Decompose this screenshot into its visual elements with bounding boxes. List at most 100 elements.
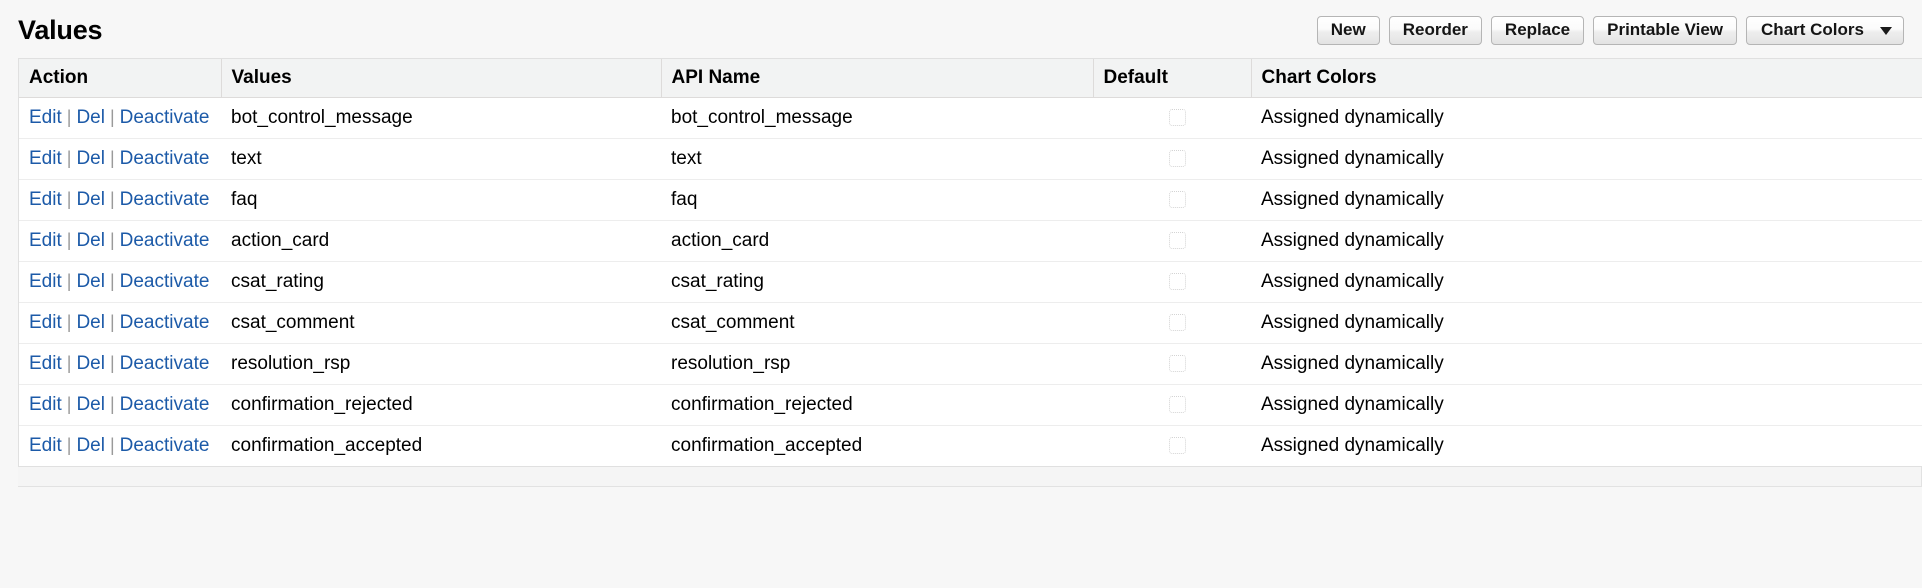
api-name-cell: text (661, 138, 1093, 180)
chart-color-cell: Assigned dynamically (1251, 179, 1922, 221)
chart-color-cell: Assigned dynamically (1251, 425, 1922, 467)
action-cell: Edit|Del|Deactivate (19, 425, 221, 467)
chart-color-cell: Assigned dynamically (1251, 97, 1922, 139)
deactivate-link[interactable]: Deactivate (119, 393, 210, 415)
action-cell: Edit|Del|Deactivate (19, 138, 221, 180)
edit-link[interactable]: Edit (29, 106, 62, 128)
value-cell: bot_control_message (221, 97, 661, 139)
del-link[interactable]: Del (76, 434, 105, 456)
action-cell: Edit|Del|Deactivate (19, 343, 221, 385)
default-checkbox-unchecked-icon[interactable] (1168, 395, 1186, 413)
column-header-action: Action (19, 59, 222, 98)
chart-colors-dropdown[interactable]: Chart Colors (1746, 15, 1904, 45)
replace-button[interactable]: Replace (1490, 15, 1585, 45)
default-checkbox-unchecked-icon[interactable] (1168, 149, 1186, 167)
del-link[interactable]: Del (76, 147, 105, 169)
default-checkbox-unchecked-icon[interactable] (1168, 190, 1186, 208)
value-cell: confirmation_accepted (221, 425, 661, 467)
action-separator: | (109, 147, 115, 168)
replace-button-label: Replace (1504, 20, 1571, 39)
default-cell (1093, 261, 1251, 303)
del-link[interactable]: Del (76, 311, 105, 333)
deactivate-link[interactable]: Deactivate (119, 147, 210, 169)
del-link[interactable]: Del (76, 106, 105, 128)
deactivate-link[interactable]: Deactivate (119, 434, 210, 456)
default-checkbox-unchecked-icon[interactable] (1168, 272, 1186, 290)
action-cell: Edit|Del|Deactivate (19, 261, 221, 303)
chart-color-cell: Assigned dynamically (1251, 343, 1922, 385)
chart-color-cell: Assigned dynamically (1251, 138, 1922, 180)
del-link[interactable]: Del (76, 188, 105, 210)
default-checkbox-unchecked-icon[interactable] (1168, 436, 1186, 454)
reorder-button[interactable]: Reorder (1388, 15, 1482, 45)
default-checkbox-unchecked-icon[interactable] (1168, 313, 1186, 331)
api-name-cell: csat_comment (661, 302, 1093, 344)
new-button[interactable]: New (1316, 15, 1380, 45)
edit-link[interactable]: Edit (29, 352, 62, 374)
default-cell (1093, 302, 1251, 344)
action-cell: Edit|Del|Deactivate (19, 302, 221, 344)
action-separator: | (66, 147, 72, 168)
table-header-row: Action Values API Name Default Chart Col… (19, 59, 1922, 98)
value-cell: faq (221, 179, 661, 221)
action-separator: | (66, 106, 72, 127)
deactivate-link[interactable]: Deactivate (119, 106, 210, 128)
edit-link[interactable]: Edit (29, 147, 62, 169)
api-name-cell: resolution_rsp (661, 343, 1093, 385)
chart-color-cell: Assigned dynamically (1251, 302, 1922, 344)
action-separator: | (109, 393, 115, 414)
default-checkbox-unchecked-icon[interactable] (1168, 231, 1186, 249)
value-cell: action_card (221, 220, 661, 262)
del-link[interactable]: Del (76, 393, 105, 415)
values-table-container: Action Values API Name Default Chart Col… (18, 58, 1922, 467)
page-title: Values (18, 14, 103, 45)
action-separator: | (109, 352, 115, 373)
edit-link[interactable]: Edit (29, 393, 62, 415)
del-link[interactable]: Del (76, 229, 105, 251)
default-cell (1093, 138, 1251, 180)
del-link[interactable]: Del (76, 352, 105, 374)
reorder-button-label: Reorder (1402, 20, 1468, 39)
deactivate-link[interactable]: Deactivate (119, 188, 210, 210)
default-cell (1093, 343, 1251, 385)
printable-view-button[interactable]: Printable View (1593, 15, 1738, 45)
edit-link[interactable]: Edit (29, 434, 62, 456)
del-link[interactable]: Del (76, 270, 105, 292)
default-checkbox-unchecked-icon[interactable] (1168, 354, 1186, 372)
deactivate-link[interactable]: Deactivate (119, 311, 210, 333)
action-cell: Edit|Del|Deactivate (19, 384, 221, 426)
column-header-values: Values (221, 59, 662, 98)
default-cell (1093, 220, 1251, 262)
page-header: Values New Reorder Replace Printable View Ch… (0, 0, 1922, 58)
deactivate-link[interactable]: Deactivate (119, 229, 210, 251)
action-separator: | (66, 352, 72, 373)
deactivate-link[interactable]: Deactivate (119, 352, 210, 374)
action-separator: | (66, 270, 72, 291)
default-checkbox-unchecked-icon[interactable] (1168, 108, 1186, 126)
toolbar-button-group: New Reorder Replace Printable View Chart Col… (1316, 15, 1904, 45)
edit-link[interactable]: Edit (29, 311, 62, 333)
value-cell: text (221, 138, 661, 180)
action-separator: | (109, 106, 115, 127)
chart-color-cell: Assigned dynamically (1251, 220, 1922, 262)
api-name-cell: action_card (661, 220, 1093, 262)
deactivate-link[interactable]: Deactivate (119, 270, 210, 292)
action-separator: | (66, 229, 72, 250)
chart-color-cell: Assigned dynamically (1251, 261, 1922, 303)
default-cell (1093, 97, 1251, 139)
edit-link[interactable]: Edit (29, 270, 62, 292)
chart-color-cell: Assigned dynamically (1251, 384, 1922, 426)
api-name-cell: confirmation_rejected (661, 384, 1093, 426)
value-cell: csat_rating (221, 261, 661, 303)
chevron-down-icon (1880, 27, 1892, 35)
edit-link[interactable]: Edit (29, 229, 62, 251)
edit-link[interactable]: Edit (29, 188, 62, 210)
